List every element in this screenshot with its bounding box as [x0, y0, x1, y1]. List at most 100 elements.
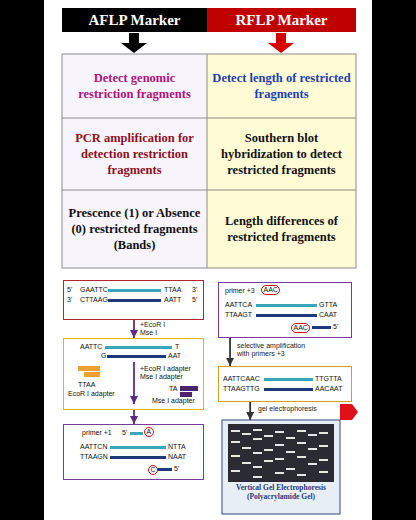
table-cell: Detect length of restricted fragments [207, 54, 356, 118]
dna-strand [110, 456, 166, 459]
msei-adapter [180, 392, 192, 397]
selective-primer-panel: primer +3AACAATTCAGTTATTAAGTCAATAAC5' [218, 282, 352, 338]
sequence-text: NAAT [168, 453, 186, 461]
header-box: RFLP Marker [207, 8, 356, 32]
dna-panel: 5'GAATTCTTAA3'3'CTTAAGAATT5' [63, 280, 204, 320]
sequence-text: GTTA [319, 301, 337, 309]
table-column-fill [62, 54, 207, 268]
gel-band [264, 460, 273, 462]
primer-base: C [148, 465, 158, 475]
flow-arrow [229, 338, 231, 366]
gel-slab [228, 424, 334, 482]
sequence-text: 3' [192, 286, 197, 294]
gel-band [286, 437, 295, 439]
dna-strand [108, 299, 161, 302]
sequence-text: NTTA [168, 443, 186, 451]
ligation-panel: AATTCTGAATTTAAEcoR I adapter+EcoR I adap… [63, 338, 204, 410]
sequence-text: AATTCA [225, 301, 252, 309]
dna-strand [264, 378, 313, 381]
connector-label: +EcoR I Mse I [140, 321, 174, 337]
sequence-text: TTGTTA [315, 375, 342, 383]
primer-base: AAC [291, 323, 310, 333]
sequence-text: AATTCN [80, 443, 107, 451]
gel-band [242, 462, 251, 464]
flow-arrow [133, 410, 135, 424]
msei-adapter [180, 386, 198, 391]
gel-band [253, 466, 262, 468]
gel-band [275, 458, 284, 460]
connector-label: selective amplification with primers +3 [237, 342, 313, 358]
gel-band [297, 456, 306, 458]
sequence-text: AATT [164, 296, 181, 304]
gel-band [308, 448, 317, 450]
dna-strand [105, 346, 172, 349]
gel-band [286, 468, 295, 470]
dna-strand [256, 314, 317, 317]
sequence-text: TTAAGT [225, 311, 252, 319]
sequence-text: TA [169, 385, 177, 393]
sequence-text: Mse I adapter [152, 397, 195, 405]
gel-band [242, 447, 251, 449]
table-rule [207, 54, 208, 268]
arrow-head [121, 43, 147, 53]
gel-band [253, 429, 262, 431]
arrow-shaft [276, 33, 286, 43]
gel-panel: Vertical Gel Electrophoresis (Polyacryla… [222, 420, 340, 514]
sequence-text: TTAAGTTG [223, 385, 260, 393]
dna-strand [107, 355, 166, 358]
gel-band [297, 442, 306, 444]
ligation-arrow [133, 362, 135, 404]
table-cell: Prescence (1) or Absence (0) restricted … [62, 190, 207, 268]
sequence-text: TTAA [78, 381, 95, 389]
sequence-text: 5' [333, 323, 338, 331]
gel-band [253, 438, 262, 440]
sequence-text: 5' [67, 286, 72, 294]
gel-band [319, 459, 328, 461]
dna-strand [110, 446, 166, 449]
sequence-text: TTAA [164, 286, 181, 294]
ecori-adapter [84, 372, 100, 377]
primer-strand [312, 326, 331, 329]
header-box: AFLP Marker [62, 8, 207, 32]
table-cell: Detect genomic restriction fragments [62, 54, 207, 118]
table-column-fill [207, 54, 356, 268]
gel-band [231, 455, 240, 457]
sequence-text: T [175, 343, 179, 351]
sequence-text: AACAAT [315, 385, 343, 393]
sequence-text: 5' [192, 296, 197, 304]
dna-strand [264, 388, 313, 391]
sequence-text: +EcoR I adapter Mse I adapter [140, 365, 200, 381]
table-cell: PCR amplification for detection restrict… [62, 118, 207, 190]
primer-strand [130, 432, 143, 435]
gel-band [231, 441, 240, 443]
gel-band [242, 433, 251, 435]
preselective-panel: primer +15'AAATTCNNTTATTAAGNNAATC5' [63, 424, 204, 480]
table-cell: Southern blot hybridization to detect re… [207, 118, 356, 190]
white-page [44, 0, 372, 520]
sequence-text: EcoR I adapter [68, 390, 115, 398]
gel-band [308, 434, 317, 436]
header-text: RFLP Marker [235, 11, 327, 29]
gel-band [231, 470, 240, 472]
sequence-text: AATTCAAC [223, 375, 260, 383]
gel-band [275, 431, 284, 433]
gel-band [231, 430, 240, 432]
sequence-text: G [101, 352, 106, 360]
sequence-text: primer +1 [82, 429, 112, 437]
gel-band [319, 432, 328, 434]
sequence-text: GAATTC [80, 286, 108, 294]
flow-arrow [249, 402, 251, 420]
ecori-adapter [78, 366, 100, 371]
sequence-text: CTTAAG [80, 296, 108, 304]
flow-arrow [133, 320, 135, 338]
gel-band [286, 451, 295, 453]
gel-frame [222, 420, 340, 514]
sequence-text: 5' [174, 465, 179, 473]
arrow-head [268, 43, 294, 53]
gel-band [253, 476, 262, 478]
connector-label: gel electrophoresis [258, 405, 338, 413]
gel-band [264, 449, 273, 451]
gel-band [264, 435, 273, 437]
